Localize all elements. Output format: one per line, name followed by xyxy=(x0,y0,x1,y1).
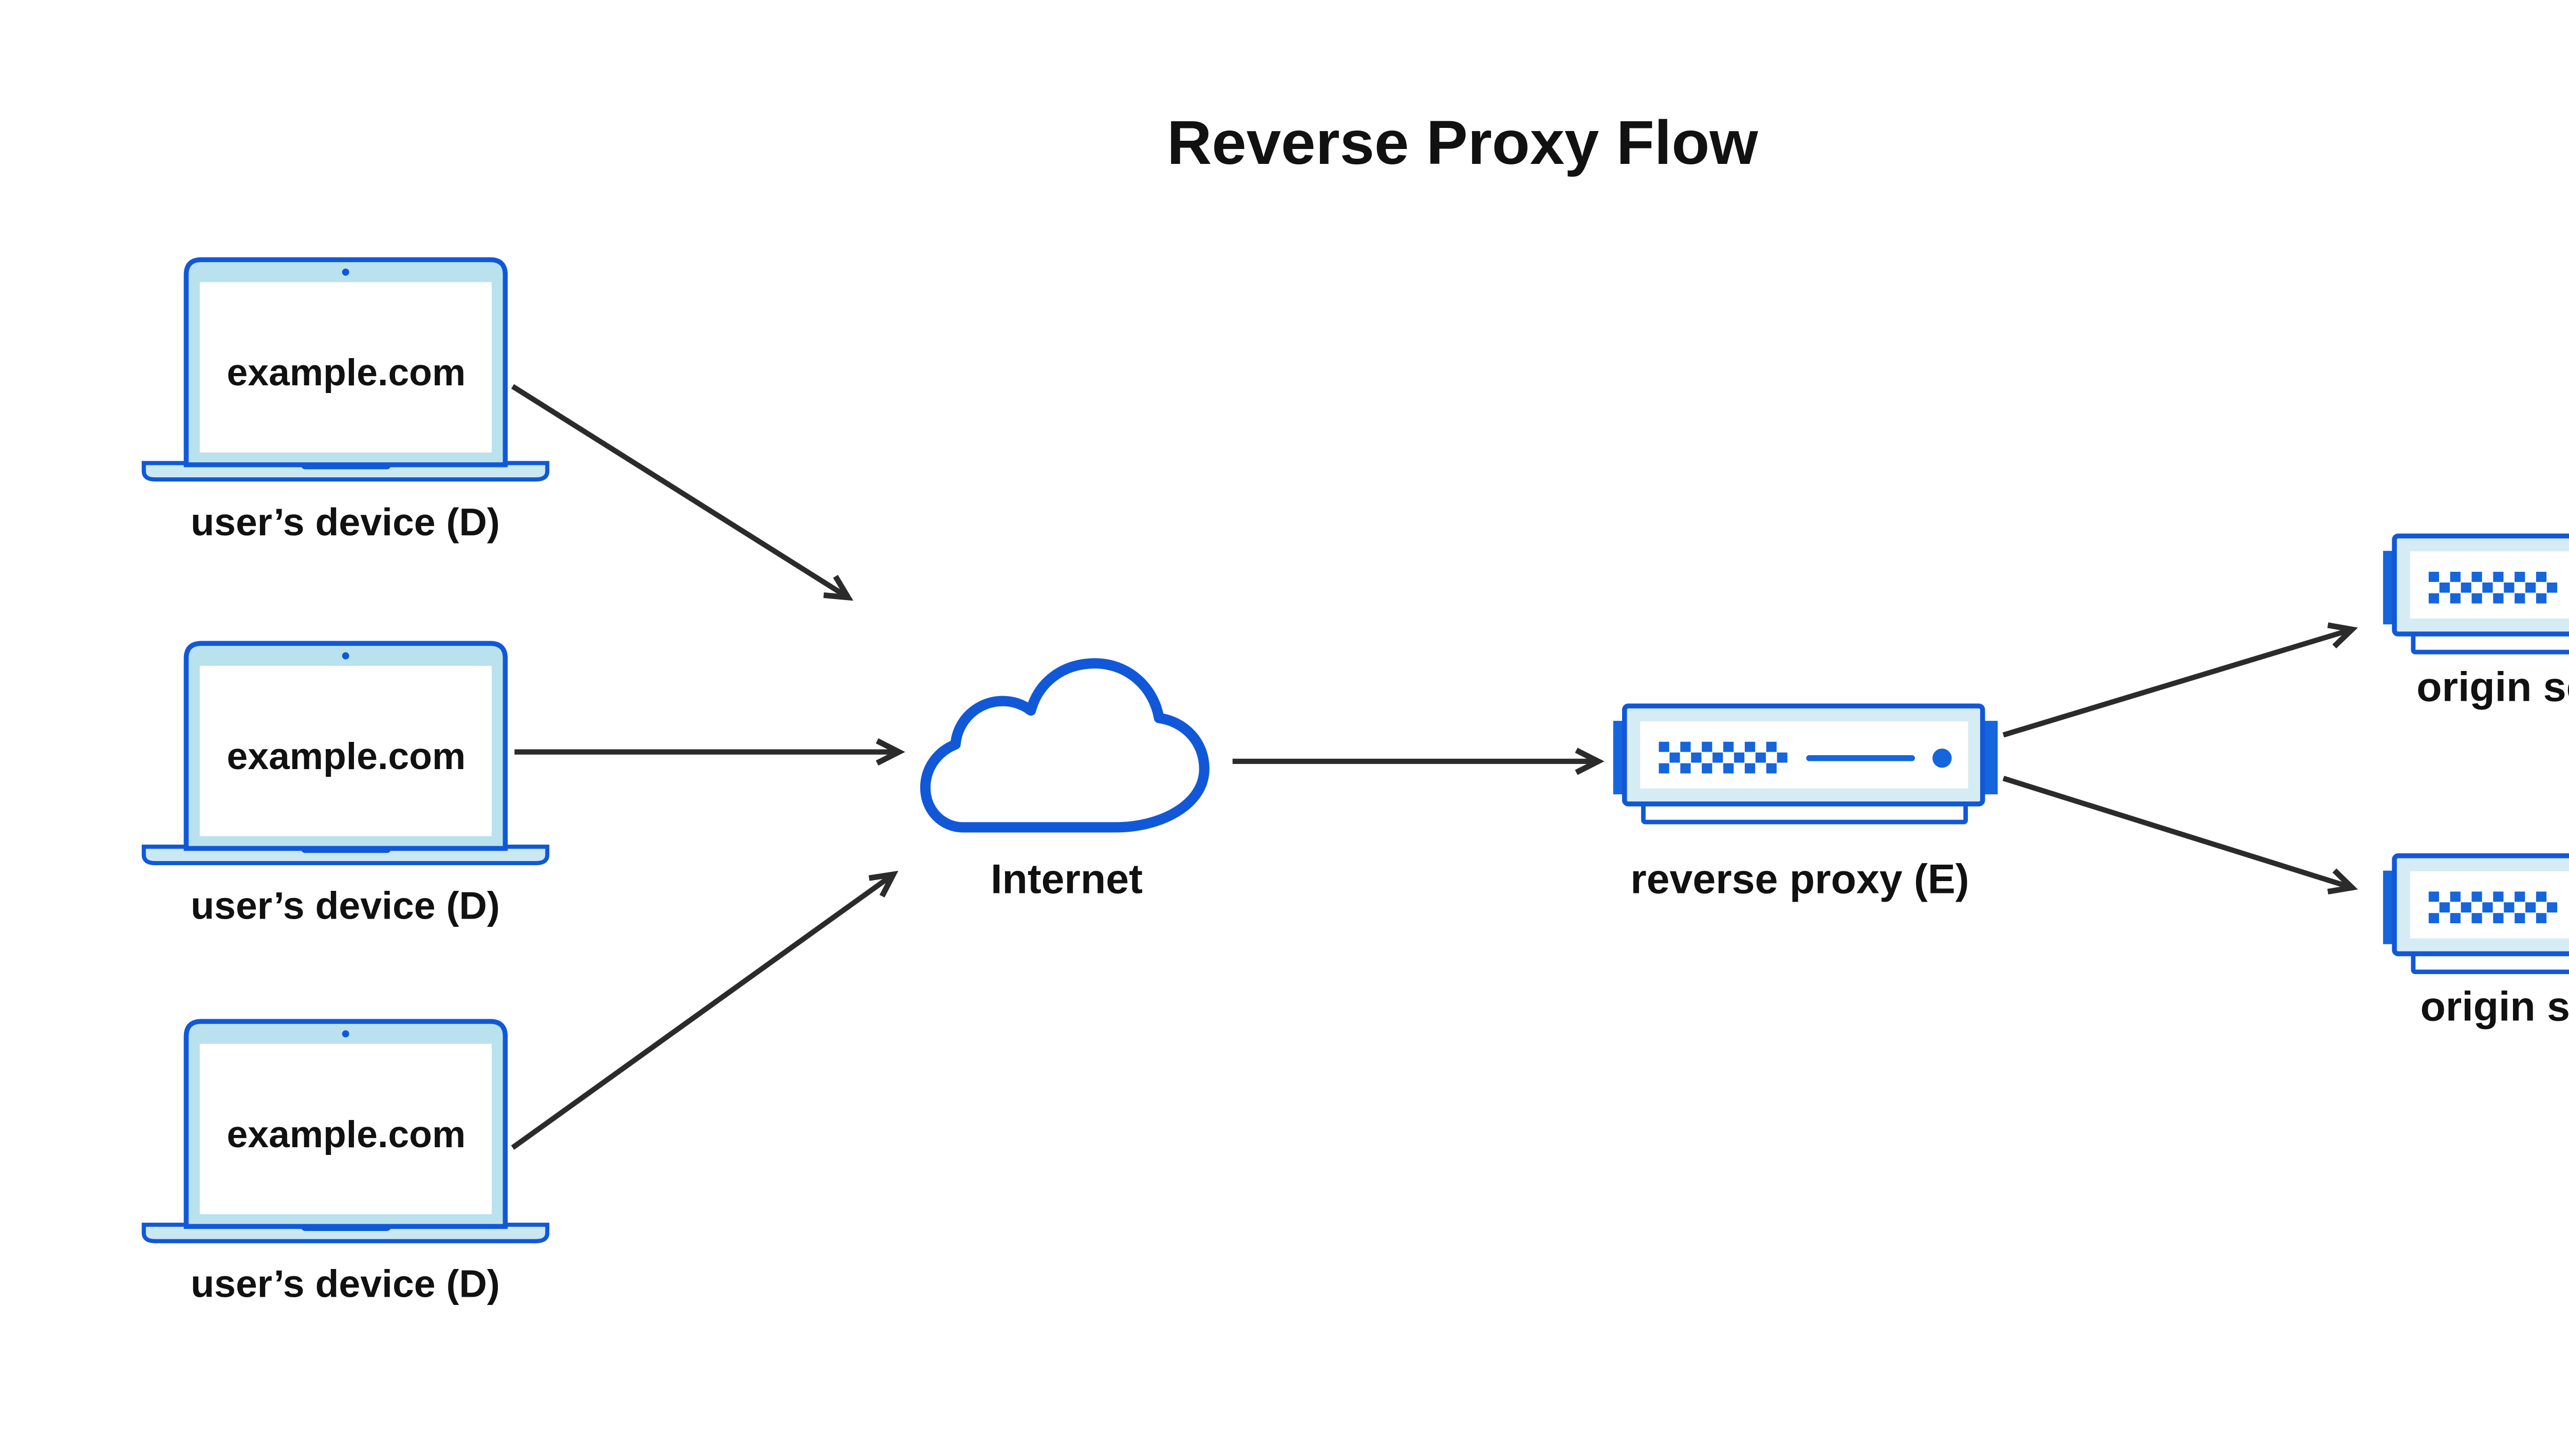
device-label: user’s device (D) xyxy=(191,1262,500,1305)
device-label: user’s device (D) xyxy=(191,500,500,544)
device-screen-url: example.com xyxy=(227,1113,466,1155)
arrow-proxy-to-origin1 xyxy=(2002,622,2358,738)
internet-label: Internet xyxy=(991,856,1143,903)
origin-server-label: origin server (F) xyxy=(2421,983,2569,1030)
reverse-proxy-node: reverse proxy (E) xyxy=(1613,706,1998,903)
arrow-proxy-to-origin2 xyxy=(2002,776,2358,895)
reverse-proxy-label: reverse proxy (E) xyxy=(1630,856,1969,903)
origin-server-1: origin server (F) xyxy=(2383,536,2569,711)
diagram-title: Reverse Proxy Flow xyxy=(1167,107,1758,177)
arrow-device3-to-internet xyxy=(511,870,899,1150)
origin-server-label: origin server (F) xyxy=(2416,664,2569,711)
device-screen-url: example.com xyxy=(227,735,466,777)
device-label: user’s device (D) xyxy=(191,884,500,927)
arrow-device1-to-internet xyxy=(511,384,853,601)
server-icon xyxy=(1613,706,1998,822)
connection-arrows xyxy=(511,384,2358,1150)
user-device-1: example.com user’s device (D) xyxy=(144,260,547,544)
cloud-icon xyxy=(925,663,1204,827)
user-device-2: example.com user’s device (D) xyxy=(144,643,547,927)
origin-server-2: origin server (F) xyxy=(2383,856,2569,1030)
user-device-3: example.com user’s device (D) xyxy=(144,1021,547,1305)
internet-node: Internet xyxy=(925,663,1204,903)
server-icon xyxy=(2383,536,2569,652)
device-screen-url: example.com xyxy=(227,351,466,394)
server-icon xyxy=(2383,856,2569,972)
